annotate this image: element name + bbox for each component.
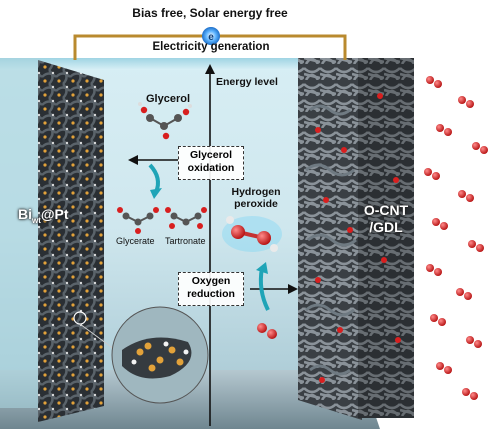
glycerate-label: Glycerate [116,236,155,246]
h2o2-label: Hydrogen peroxide [226,186,286,210]
anode-electrode [38,60,104,422]
tartronate-label: Tartronate [165,236,206,246]
gdl-shade [358,58,414,418]
cathode-label: O-CNT /GDL [360,202,412,236]
header-title: Bias free, Solar energy free [0,6,420,20]
glycerol-label: Glycerol [146,93,190,105]
anode-name: Bi [18,206,32,222]
anode-suffix: @Pt [41,206,69,222]
oxygen-reduction-box: Oxygen reduction [178,272,244,306]
o2-gas-molecules [424,76,488,400]
glycerol-oxidation-box: Glycerol oxidation [178,146,244,180]
glass-wall [0,58,40,408]
h2o2-molecule [222,216,282,252]
anode-subscript: wt [32,216,41,225]
electricity-generation-label: Electricity generation [120,41,302,53]
energy-level-label: Energy level [216,76,278,88]
anode-label: Biwt@Pt [18,206,69,225]
